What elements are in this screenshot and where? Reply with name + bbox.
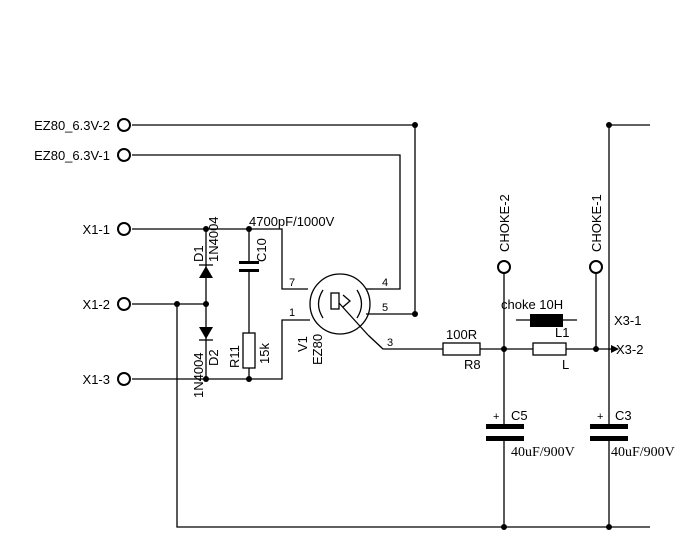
arrow-x3-2 (611, 345, 619, 353)
junction-dot (593, 346, 599, 352)
capacitor-c3-polarity: + (597, 411, 603, 423)
junction-dot (246, 226, 252, 232)
junction-dot (606, 122, 612, 128)
capacitor-c10-plate (239, 261, 259, 264)
diode-d1-part: 1N4004 (206, 216, 221, 262)
resistor-r11-value: 15k (257, 343, 272, 364)
tube-v1-envelope (309, 273, 371, 335)
tube-v1-pin-5: 5 (382, 302, 388, 314)
tube-v1-cathode (330, 292, 340, 310)
capacitor-c5-plate (486, 436, 524, 441)
capacitor-c5-ref: C5 (511, 408, 528, 423)
terminal-choke-1 (589, 260, 603, 274)
junction-dot (203, 226, 209, 232)
diode-d2: D2 1N4004 (191, 327, 221, 398)
tube-v1-pin-1: 1 (289, 307, 295, 319)
terminal-choke-2 (497, 260, 511, 274)
wire-heater-2 (132, 124, 416, 315)
terminal-label-x3-1: X3-1 (614, 313, 641, 328)
capacitor-c5-value: 40uF/900V (511, 445, 575, 460)
wire-ground-rail (176, 304, 650, 528)
junction-dot (203, 376, 209, 382)
terminal-x1-1 (117, 222, 131, 236)
capacitor-c10: C10 4700pF/1000V (239, 214, 335, 272)
terminal-label-x1-2: X1-2 (83, 297, 110, 312)
capacitor-c10-value: 4700pF/1000V (249, 214, 335, 229)
tube-v1-filament (342, 294, 351, 308)
diode-d1-symbol (199, 266, 213, 278)
junction-dot (501, 346, 507, 352)
wire-x1-3 (132, 319, 310, 380)
resistor-r8-ref: R8 (464, 357, 481, 372)
diode-d1: D1 1N4004 (191, 216, 221, 278)
terminal-x1-3 (117, 372, 131, 386)
inductor-l1-body (532, 342, 567, 356)
junction-dot (501, 524, 507, 530)
capacitor-c5: + C5 40uF/900V (486, 408, 575, 460)
terminal-label-choke-2: CHOKE-2 (497, 194, 512, 252)
terminal-label-ez80-6v3-1: EZ80_6.3V-1 (34, 148, 110, 163)
capacitor-c3-plate (590, 424, 628, 429)
diode-d2-ref: D2 (206, 349, 221, 366)
inductor-l1-core (530, 314, 563, 327)
tube-v1-pin-3: 3 (387, 337, 393, 349)
tube-v1-part: EZ80 (310, 334, 325, 365)
terminal-ez80-6v3-2 (117, 118, 131, 132)
capacitor-c3-ref: C3 (615, 408, 632, 423)
capacitor-c5-polarity: + (493, 411, 499, 423)
terminal-label-x1-1: X1-1 (83, 222, 110, 237)
junction-dot (203, 301, 209, 307)
inductor-l1-symbol: L (562, 357, 569, 372)
terminal-ez80-6v3-1 (117, 148, 131, 162)
junction-dot (246, 376, 252, 382)
junction-dots (174, 122, 612, 530)
wires (132, 124, 650, 528)
terminals: EZ80_6.3V-2 EZ80_6.3V-1 X1-1 X1-2 X1-3 C… (34, 118, 643, 387)
diode-d2-symbol (199, 327, 213, 339)
inductor-l1-value: choke 10H (501, 297, 563, 312)
tube-v1-pin-7: 7 (289, 277, 295, 289)
resistor-r8-value: 100R (446, 327, 477, 342)
tube-v1-anode-right (356, 289, 363, 319)
resistor-r8: 100R R8 (442, 327, 481, 372)
resistor-r8-body (442, 342, 481, 356)
capacitor-c10-ref: C10 (254, 238, 269, 262)
inductor-l1-ref: L1 (555, 325, 569, 340)
diode-d2-part: 1N4004 (191, 352, 206, 398)
capacitor-c3: + C3 40uF/900V (590, 408, 675, 460)
terminal-label-x1-3: X1-3 (83, 372, 110, 387)
junction-dot (606, 524, 612, 530)
terminal-x1-2 (117, 297, 131, 311)
tube-v1-ref: V1 (295, 336, 310, 352)
inductor-l1: choke 10H L1 L (501, 297, 577, 372)
terminal-label-x3-2: X3-2 (616, 342, 643, 357)
tube-v1-pin-4: 4 (382, 277, 388, 289)
capacitor-c3-plate (590, 436, 628, 441)
wire-cathode (367, 334, 443, 350)
capacitor-c10-plate (239, 269, 259, 272)
terminal-label-choke-1: CHOKE-1 (589, 194, 604, 252)
resistor-r11-body (242, 332, 256, 369)
junction-dot (174, 301, 180, 307)
resistor-r11-ref: R11 (227, 345, 242, 368)
wire-heater-1 (132, 154, 401, 290)
junction-dot (412, 122, 418, 128)
capacitor-c5-plate (486, 424, 524, 429)
tube-v1: 7 1 4 5 3 V1 EZ80 (289, 273, 393, 365)
tube-v1-anode-left (317, 289, 324, 319)
resistor-r11: R11 15k (227, 332, 272, 369)
tube-v1-cathode-lead (338, 302, 369, 336)
diode-d1-ref: D1 (191, 245, 206, 262)
terminal-label-ez80-6v3-2: EZ80_6.3V-2 (34, 118, 110, 133)
capacitor-c3-value: 40uF/900V (611, 445, 675, 460)
junction-dot (412, 311, 418, 317)
